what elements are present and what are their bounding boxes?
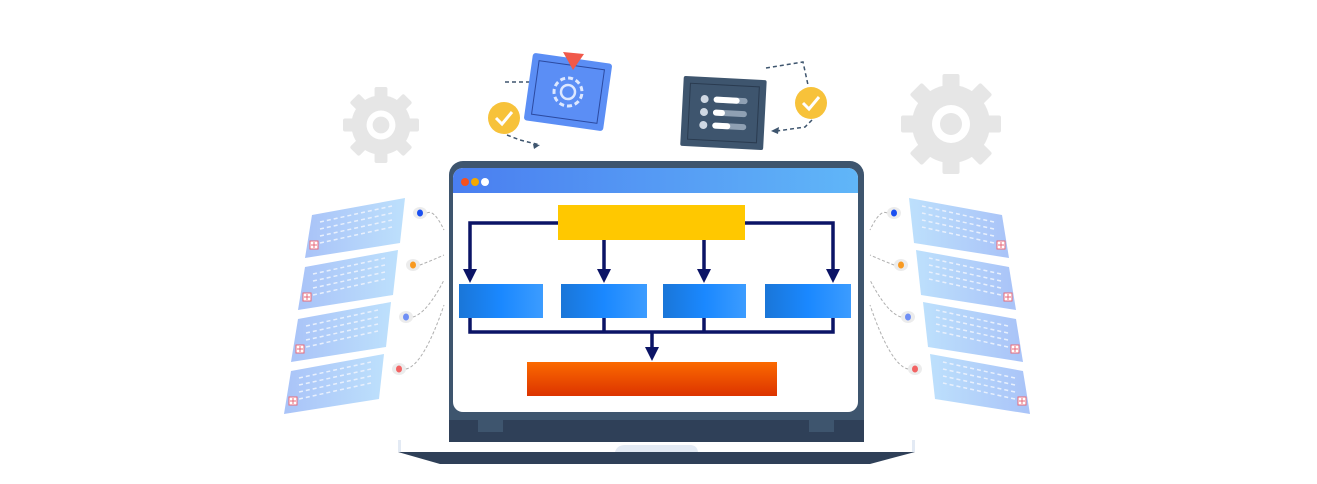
dashed-link [869, 279, 902, 318]
settings-gear-icon [552, 76, 584, 108]
gear-icon [901, 74, 1001, 174]
window-close-dot [461, 178, 469, 186]
plus-icon [309, 240, 319, 250]
status-dot-icon [901, 311, 915, 323]
list-icon [680, 76, 767, 151]
plus-icon [996, 240, 1006, 250]
data-card [291, 279, 445, 362]
connector [745, 221, 840, 283]
plus-icon [288, 396, 298, 406]
pin-icon [563, 52, 584, 70]
window-titlebar [453, 168, 858, 193]
flowchart [459, 205, 851, 396]
dashed-link [405, 304, 445, 370]
settings-panel [488, 52, 612, 149]
dashed-link [419, 254, 445, 266]
status-dot-icon [887, 207, 901, 219]
plus-icon [1010, 344, 1020, 354]
data-card [869, 279, 1023, 362]
data-card [305, 198, 445, 258]
screen [453, 168, 858, 412]
dashed-link [426, 211, 445, 231]
result-node [527, 362, 777, 396]
status-dot-icon [413, 207, 427, 219]
dashed-link [869, 304, 909, 370]
child-node [561, 284, 647, 318]
window-maximize-dot [481, 178, 489, 186]
status-dot-icon [392, 363, 406, 375]
data-card [869, 304, 1030, 414]
child-node [459, 284, 543, 318]
data-card [869, 198, 1009, 258]
window-minimize-dot [471, 178, 479, 186]
status-dot-icon [406, 259, 420, 271]
child-node [663, 284, 746, 318]
root-node [558, 205, 745, 240]
dashed-link [412, 279, 445, 318]
check-icon [795, 87, 827, 119]
connector [463, 221, 558, 283]
plus-icon [1003, 292, 1013, 302]
child-node [765, 284, 851, 318]
dashed-link [869, 254, 895, 266]
status-dot-icon [399, 311, 413, 323]
check-icon [488, 102, 520, 134]
status-dot-icon [908, 363, 922, 375]
data-card [869, 250, 1016, 310]
dashed-link [869, 211, 888, 231]
gear-icon [343, 87, 419, 163]
plus-icon [1017, 396, 1027, 406]
data-card [298, 250, 445, 310]
list-panel [680, 61, 827, 151]
plus-icon [302, 292, 312, 302]
data-card [284, 304, 445, 414]
status-dot-icon [894, 259, 908, 271]
plus-icon [295, 344, 305, 354]
